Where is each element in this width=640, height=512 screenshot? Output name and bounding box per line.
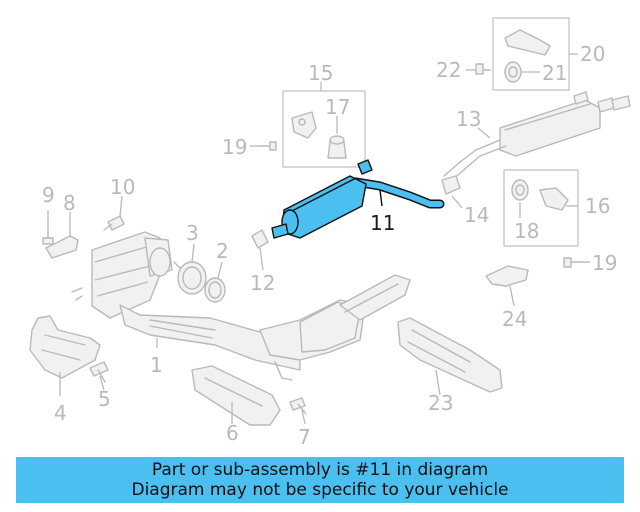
banner-line-2: Diagram may not be specific to your vehi…	[131, 480, 509, 500]
callout-10: 10	[110, 175, 135, 199]
part-14-clamp	[441, 175, 461, 195]
part-15-hanger-assembly	[282, 90, 366, 168]
banner-line-1: Part or sub-assembly is #11 in diagram	[151, 460, 489, 480]
part-10-bolt	[103, 215, 125, 231]
callout-11[interactable]: 11	[370, 211, 395, 235]
callout-19-upper: 19	[222, 135, 247, 159]
callout-6: 6	[226, 421, 239, 445]
part-18-rubber-mount	[511, 179, 529, 201]
part-17-rubber-mount	[327, 135, 347, 159]
part-19-bolt-lower	[563, 257, 585, 268]
part-5-bolt	[89, 361, 109, 383]
callout-3: 3	[186, 221, 199, 245]
callout-17: 17	[325, 95, 350, 119]
callout-4: 4	[54, 401, 67, 425]
part-23-heat-shield	[397, 317, 503, 393]
part-1-catalytic-converter	[71, 231, 411, 381]
part-7-bolt	[289, 397, 307, 415]
callout-24: 24	[502, 307, 527, 331]
part-12-clamp	[251, 229, 269, 249]
part-3-clamp	[173, 261, 207, 295]
leader-11	[379, 189, 383, 207]
part-13-rear-muffler	[443, 91, 631, 183]
leader-lines	[47, 53, 590, 425]
callout-9: 9	[42, 183, 55, 207]
callout-7: 7	[298, 425, 311, 449]
info-banner: Part or sub-assembly is #11 in diagram D…	[16, 457, 624, 503]
callout-18: 18	[514, 219, 539, 243]
part-11-intermediate-muffler[interactable]	[271, 159, 445, 239]
callout-14: 14	[464, 203, 489, 227]
callout-12: 12	[250, 271, 275, 295]
callout-13: 13	[456, 107, 481, 131]
callout-19-lower: 19	[592, 251, 617, 275]
callout-15: 15	[308, 61, 333, 85]
part-24-bracket	[485, 265, 529, 287]
part-21-rubber-mount	[504, 61, 522, 83]
part-16-hanger-assembly	[503, 169, 579, 247]
part-8-bracket	[45, 235, 79, 259]
callout-labels: 1 2 3 4 5 6 7 8 9 10 11 12 13 14 15 16 1…	[42, 42, 617, 449]
callout-21: 21	[542, 61, 567, 85]
callout-8: 8	[63, 191, 76, 215]
part-9-bolt	[42, 227, 54, 245]
callout-16: 16	[585, 194, 610, 218]
part-19-bolt-upper	[259, 141, 277, 151]
callout-5: 5	[98, 387, 111, 411]
callout-1: 1	[150, 353, 163, 377]
part-22-bolt	[475, 63, 491, 75]
callout-22: 22	[436, 58, 461, 82]
part-4-heat-shield	[29, 315, 101, 379]
callout-23: 23	[428, 391, 453, 415]
part-2-gasket	[204, 277, 226, 303]
part-6-heat-shield	[191, 365, 281, 426]
callout-20: 20	[580, 42, 605, 66]
callout-2: 2	[216, 239, 229, 263]
